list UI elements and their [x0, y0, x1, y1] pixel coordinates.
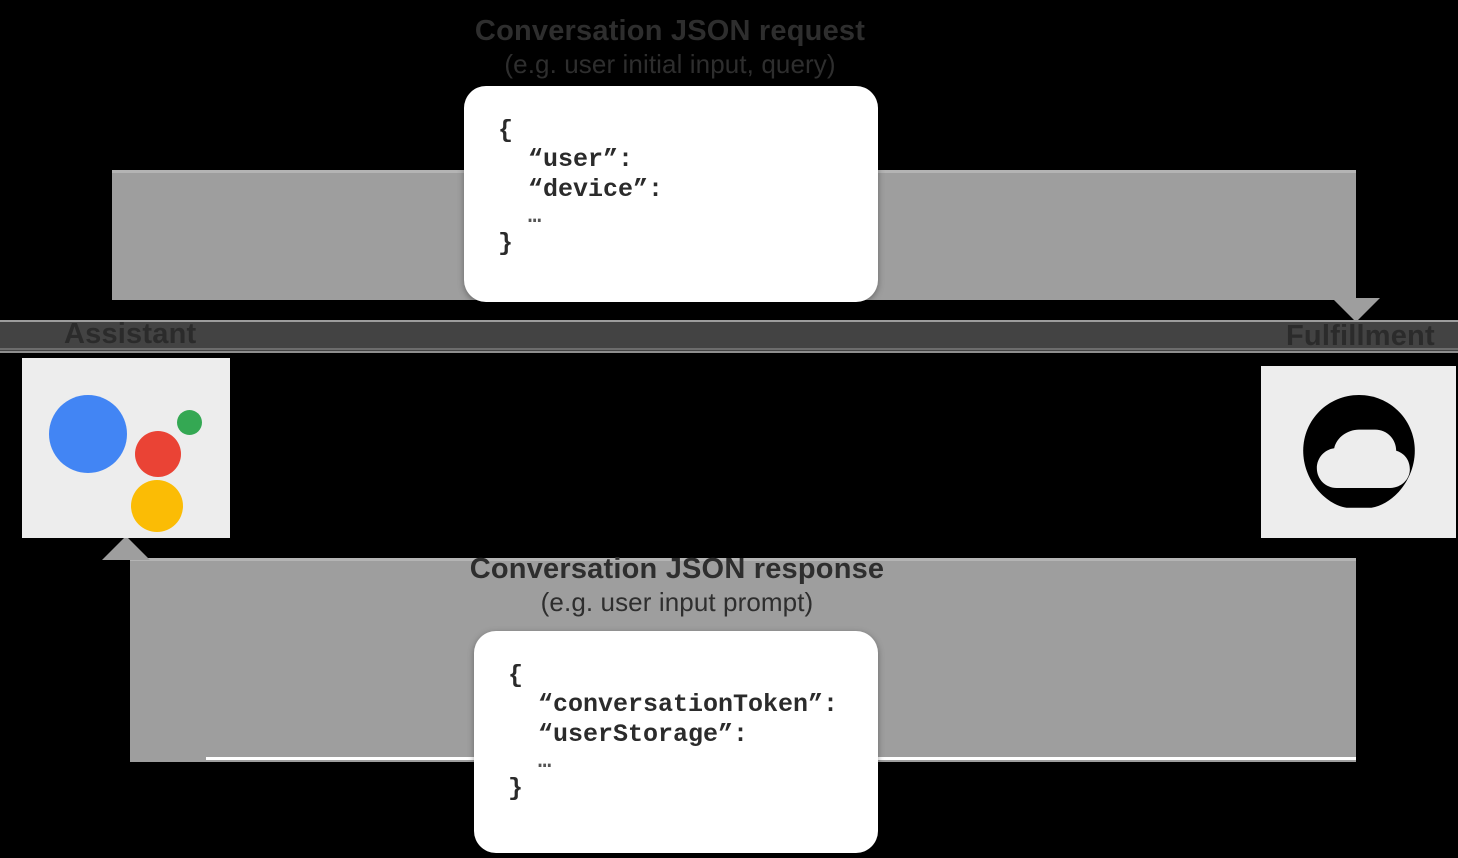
response-json-close-brace: } — [508, 774, 524, 804]
google-assistant-icon-green-dot — [177, 410, 202, 435]
request-json-close-brace: } — [498, 229, 514, 259]
endpoints-band-bottom-rule-2 — [0, 351, 1458, 353]
assistant-endpoint-label: Assistant — [64, 318, 197, 350]
endpoints-band-top-rule — [0, 320, 1458, 322]
response-arrow-highlight — [130, 558, 1356, 561]
request-json-key-user: “user”: — [528, 145, 634, 175]
response-json-ellipsis: … — [538, 748, 553, 774]
request-json-ellipsis: … — [528, 203, 543, 229]
google-assistant-icon-blue-dot — [49, 395, 127, 473]
assistant-endpoint-tile — [22, 358, 230, 538]
fulfillment-endpoint-label: Fulfillment — [1286, 320, 1435, 352]
response-json-key-conversation-token: “conversationToken”: — [538, 690, 839, 720]
google-assistant-icon-yellow-dot — [131, 480, 183, 532]
request-caption: Conversation JSON request (e.g. user ini… — [0, 16, 1340, 78]
request-json-open-brace: { — [498, 116, 514, 145]
request-caption-subtitle: (e.g. user initial input, query) — [504, 48, 836, 79]
response-json-key-user-storage: “userStorage”: — [538, 719, 749, 749]
cloud-functions-icon — [1302, 394, 1415, 508]
google-assistant-icon — [47, 379, 205, 532]
response-json-card: { “conversationToken”: “userStorage”: … … — [474, 631, 878, 853]
response-caption: Conversation JSON response (e.g. user in… — [0, 554, 1354, 616]
response-caption-subtitle: (e.g. user input prompt) — [540, 586, 814, 617]
response-arrow-head-icon — [102, 536, 150, 560]
response-json-open-brace: { — [508, 661, 524, 690]
request-json-key-device: “device”: — [528, 174, 664, 204]
request-json-card: { “user”: “device”: … } — [464, 86, 878, 302]
response-caption-title: Conversation JSON response — [469, 553, 885, 585]
fulfillment-endpoint-tile — [1261, 366, 1456, 538]
request-caption-title: Conversation JSON request — [474, 15, 866, 47]
endpoints-band — [0, 320, 1458, 353]
request-arrow-head-icon — [1332, 298, 1380, 322]
google-assistant-icon-red-dot — [135, 431, 181, 477]
endpoints-band-bottom-rule — [0, 348, 1458, 350]
